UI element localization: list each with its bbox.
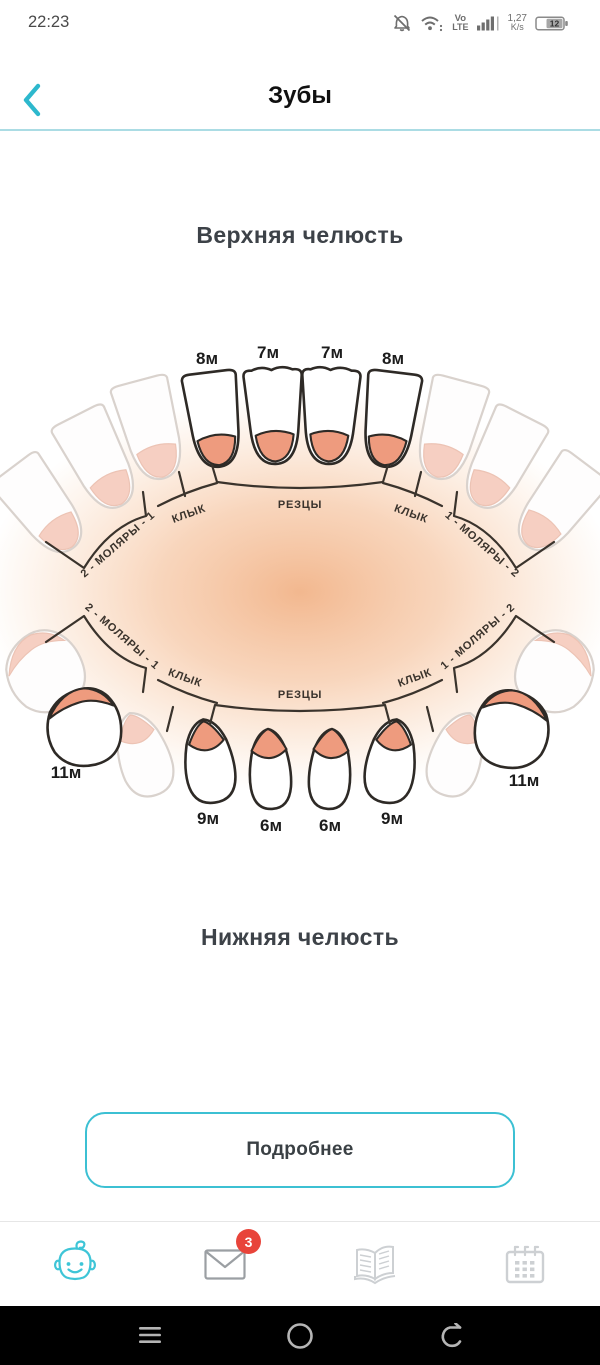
battery-icon: 12 [535,16,568,30]
lower-month-label: 9м [197,809,219,828]
lower-month-label: 11м [51,763,82,782]
calendar-icon [505,1245,545,1283]
header-divider [0,129,600,131]
baby-face-icon [54,1239,97,1280]
tooth-group-brackets [44,463,556,733]
teeth-diagram: 2 - МОЛЯРЫ - 1 КЛЫК РЕЗЦЫ КЛЫК 1 - МОЛЯР… [0,343,600,835]
volte-indicator: Vo LTE [452,14,468,32]
bottom-nav: 3 [0,1221,600,1307]
android-nav-bar [0,1306,600,1365]
lower-jaw-title: Нижняя челюсть [200,924,400,950]
details-button[interactable]: Подробнее [85,1112,515,1188]
status-time: 22:23 [28,13,70,31]
envelope-icon [204,1249,246,1280]
network-speed: 1,27 K/s [508,14,527,32]
battery-level-label: 12 [550,18,560,28]
speed-unit: K/s [510,22,524,32]
nav-item-baby[interactable] [0,1222,150,1307]
messages-badge: 3 [236,1229,261,1254]
page-title: Зубы [268,82,332,109]
upper-month-label: 8м [196,349,218,368]
volte-bottom-label: LTE [452,22,469,32]
book-icon [354,1245,396,1284]
lower-month-label: 9м [381,809,403,828]
volte-top-label: Vo [454,13,467,24]
upper-incisors-label: РЕЗЦЫ [278,499,322,511]
chevron-left-icon [23,83,41,117]
android-menu-button[interactable] [138,1323,162,1347]
upper-month-label: 7м [257,343,279,362]
lower-month-label: 6м [319,816,341,835]
nav-item-messages[interactable]: 3 [150,1222,300,1307]
speed-value: 1,27 [507,13,527,24]
gum-glow [0,392,600,792]
back-button[interactable] [22,83,42,117]
lower-month-label: 6м [260,816,282,835]
notifications-off-icon [394,14,411,32]
lower-month-label: 11м [509,771,540,790]
nav-item-guide[interactable] [300,1222,450,1307]
android-back-button[interactable] [438,1323,464,1349]
signal-bars-icon [476,16,499,31]
status-bar: 22:23 Vo LTE [0,0,600,46]
wifi-icon [421,16,443,32]
nav-item-calendar[interactable] [450,1222,600,1307]
android-home-button[interactable] [287,1323,313,1349]
lower-incisors-label: РЕЗЦЫ [278,689,322,701]
upper-jaw-title: Верхняя челюсть [196,222,404,248]
upper-month-label: 7м [321,343,343,362]
header: Зубы [0,70,600,130]
upper-month-label: 8м [382,349,404,368]
status-icons: Vo LTE 1,27 K/s 12 [392,10,570,36]
